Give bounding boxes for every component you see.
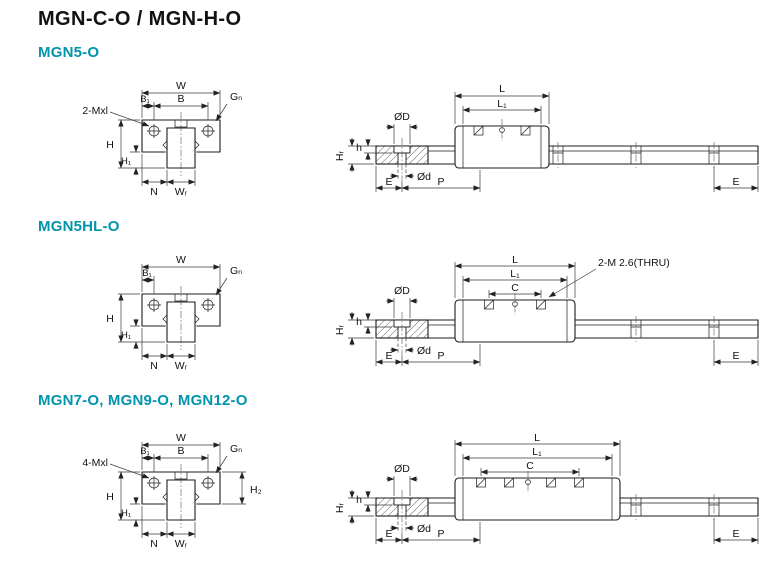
dim-label-hh: h [356, 142, 362, 154]
dim-label-p: P [437, 176, 444, 188]
mgn5hl-side-view: L L₁ C 2-M 2.6(THRU) ØD h Hᵣ Ød E P E [334, 254, 759, 366]
dim-label-wr: Wᵣ [175, 186, 188, 198]
rail-cross-section [166, 301, 196, 343]
grease-port [174, 119, 188, 128]
grease-port [174, 293, 188, 302]
carriage-block [454, 119, 550, 169]
grease-port [174, 471, 188, 480]
screw-spec-label: 4-Mxl [82, 457, 108, 469]
dim-label-hr: Hᵣ [334, 324, 346, 335]
dim-label-h: H [106, 491, 114, 503]
dim-label-l: L [512, 254, 518, 266]
dim-label-n: N [150, 538, 158, 550]
dim-label-p: P [437, 528, 444, 540]
dim-label-od-cap: ØD [394, 285, 410, 297]
mgn5-side-view: L L₁ ØD h Hᵣ Ød E P E [334, 83, 759, 192]
carriage-block [454, 471, 621, 521]
mgn5hl-front-view: W B₁ Gₙ H H₁ N Wᵣ [106, 254, 242, 372]
mgn5-front-view: W B₁ B Gₙ 2-Mxl H H₁ N Wᵣ [82, 80, 242, 198]
dim-label-h2: H₂ [250, 484, 262, 496]
mgn7-side-view: L L₁ C ØD h Hᵣ Ød E P E [334, 432, 759, 544]
dim-label-n: N [150, 360, 158, 372]
dim-label-c: C [511, 282, 519, 294]
dim-label-l1: L₁ [532, 446, 542, 458]
dim-label-od-small: Ød [417, 345, 431, 357]
dim-label-gn: Gₙ [230, 91, 242, 103]
dim-label-l1: L₁ [497, 98, 507, 110]
mounting-screw-right-icon [201, 124, 215, 138]
dim-label-od-small: Ød [417, 171, 431, 183]
dim-label-b1: B₁ [140, 446, 150, 457]
dim-label-hr: Hᵣ [334, 150, 346, 161]
rail-mounting-holes [630, 494, 720, 520]
section-mgn7-drawings: W B₁ B Gₙ 4-Mxl H H₁ H₂ N Wᵣ [82, 432, 759, 550]
dim-label-c: C [526, 460, 534, 472]
mounting-screw-left-icon [147, 124, 161, 138]
dim-label-w: W [176, 80, 186, 92]
dim-label-p: P [437, 350, 444, 362]
dim-label-h1: H₁ [121, 156, 131, 167]
dim-label-n: N [150, 186, 158, 198]
dim-label-h1: H₁ [121, 330, 131, 341]
dim-label-hr: Hᵣ [334, 502, 346, 513]
dim-label-b1: B₁ [140, 94, 150, 105]
dim-label-h: H [106, 313, 114, 325]
dim-label-e-right: E [732, 528, 739, 540]
dim-label-e-left: E [385, 350, 392, 362]
dim-label-gn: Gₙ [230, 265, 242, 277]
dim-label-od-small: Ød [417, 523, 431, 535]
dim-label-e-right: E [732, 350, 739, 362]
dim-label-h1: H₁ [121, 508, 131, 519]
dim-label-l: L [499, 83, 505, 95]
mgn7-front-view: W B₁ B Gₙ 4-Mxl H H₁ H₂ N Wᵣ [82, 432, 261, 550]
section-mgn5-drawings: W B₁ B Gₙ 2-Mxl H H₁ N Wᵣ [82, 80, 759, 198]
screw-spec-label: 2-Mxl [82, 105, 108, 117]
carriage-block [454, 293, 576, 343]
mounting-screw-right-icon [201, 298, 215, 312]
dim-label-wr: Wᵣ [175, 538, 188, 550]
rail-mounting-holes [552, 142, 720, 168]
dim-label-e-left: E [385, 528, 392, 540]
dim-label-l: L [534, 432, 540, 444]
dim-label-e-left: E [385, 176, 392, 188]
dim-label-od-cap: ØD [394, 111, 410, 123]
thread-thru-label: 2-M 2.6(THRU) [598, 257, 670, 269]
dim-label-w: W [176, 432, 186, 444]
dim-label-b: B [177, 93, 184, 105]
dim-label-hh: h [356, 494, 362, 506]
dim-label-od-cap: ØD [394, 463, 410, 475]
dim-label-e-right: E [732, 176, 739, 188]
section-label-mgn7-9-12: MGN7-O, MGN9-O, MGN12-O [38, 392, 248, 409]
dim-label-gn: Gₙ [230, 443, 242, 455]
dim-label-wr: Wᵣ [175, 360, 188, 372]
dim-label-w: W [176, 254, 186, 266]
mounting-screw-left-icon [147, 298, 161, 312]
rail-cross-section [166, 479, 196, 521]
section-label-mgn5hl: MGN5HL-O [38, 218, 120, 235]
page-title: MGN-C-O / MGN-H-O [38, 8, 242, 30]
dim-label-b1: B₁ [142, 268, 152, 279]
dim-label-l1: L₁ [510, 268, 520, 280]
section-mgn5hl-drawings: W B₁ Gₙ H H₁ N Wᵣ [106, 254, 759, 372]
rail-mounting-holes [630, 316, 720, 342]
dim-label-hh: h [356, 316, 362, 328]
mounting-screw-left-icon [147, 476, 161, 490]
dim-label-b: B [177, 445, 184, 457]
section-label-mgn5: MGN5-O [38, 44, 100, 61]
rail-cross-section [166, 127, 196, 169]
dim-label-h: H [106, 139, 114, 151]
mounting-screw-right-icon [201, 476, 215, 490]
